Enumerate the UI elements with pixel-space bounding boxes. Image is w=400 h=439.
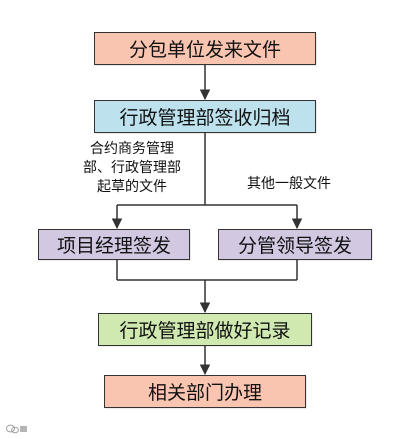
- box-leader-sign-label: 分管领导签发: [237, 235, 352, 257]
- box-leader-sign: 分管领导签发: [218, 229, 372, 260]
- box-subcontractor-docs: 分包单位发来文件: [94, 32, 316, 65]
- box-admin-receive: 行政管理部签收归档: [94, 100, 316, 133]
- box-admin-record: 行政管理部做好记录: [98, 313, 312, 346]
- note-left: 合约商务管理 部、行政管理部 起草的文件: [64, 140, 200, 197]
- watermark: [6, 424, 28, 434]
- box-admin-receive-label: 行政管理部签收归档: [119, 107, 291, 129]
- box-pm-sign: 项目经理签发: [38, 229, 190, 260]
- box-pm-sign-label: 项目经理签发: [56, 235, 171, 257]
- wechat-logo-icon: [6, 424, 27, 434]
- note-right: 其他一般文件: [247, 176, 331, 192]
- box-dept-handle-label: 相关部门办理: [147, 382, 262, 404]
- box-dept-handle: 相关部门办理: [104, 375, 306, 408]
- note-left-line3: 起草的文件: [97, 179, 167, 195]
- box-subcontractor-docs-label: 分包单位发来文件: [128, 39, 281, 61]
- note-left-line2: 部、行政管理部: [83, 160, 181, 176]
- box-admin-record-label: 行政管理部做好记录: [119, 320, 291, 342]
- note-left-line1: 合约商务管理: [90, 141, 174, 157]
